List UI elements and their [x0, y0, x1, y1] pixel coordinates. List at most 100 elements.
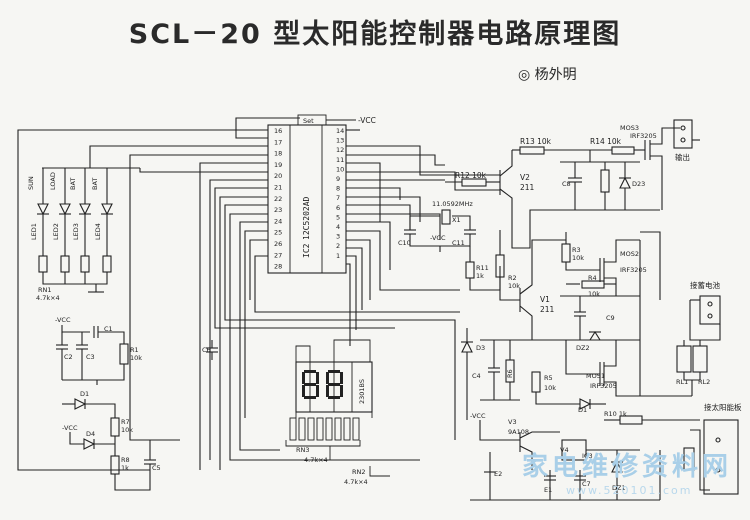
- svg-text:R14 10k: R14 10k: [590, 137, 622, 146]
- svg-text:LED4: LED4: [94, 223, 102, 240]
- ic2-pin-label: 6: [336, 204, 340, 212]
- author-line: ◎ 杨外明: [518, 67, 577, 83]
- svg-text:R7: R7: [121, 418, 130, 426]
- svg-text:C3: C3: [86, 353, 95, 361]
- svg-text:V1: V1: [540, 295, 550, 304]
- svg-text:BAT: BAT: [91, 178, 99, 190]
- svg-text:LED2: LED2: [52, 223, 60, 240]
- svg-text:接太阳能板: 接太阳能板: [704, 402, 742, 412]
- svg-text:10k: 10k: [130, 354, 142, 362]
- svg-text:10k: 10k: [588, 290, 600, 298]
- svg-text:DZ2: DZ2: [576, 344, 590, 352]
- svg-text:V2: V2: [520, 173, 530, 182]
- ic2-pin-label: 19: [274, 161, 282, 169]
- crystal-section: 11.0592MHz X1 -VCC C10 C11 R11 1k: [398, 200, 501, 291]
- svg-text:2301BS: 2301BS: [358, 379, 366, 404]
- svg-text:R10 1k: R10 1k: [604, 410, 627, 418]
- ic2-pin-label: 7: [336, 194, 340, 202]
- svg-text:R4: R4: [588, 274, 597, 282]
- svg-text:BAT: BAT: [69, 178, 77, 190]
- svg-text:R5: R5: [544, 374, 553, 382]
- svg-text:DZ1: DZ1: [612, 484, 626, 492]
- svg-text:1k: 1k: [476, 272, 484, 280]
- svg-text:E1: E1: [544, 486, 552, 494]
- svg-text:C2: C2: [64, 353, 73, 361]
- svg-text:RN1: RN1: [38, 286, 52, 294]
- vcc-top-label: -VCC: [358, 116, 376, 125]
- ic2-pin-label: 13: [336, 137, 344, 145]
- svg-text:Set: Set: [303, 117, 314, 125]
- svg-text:LED1: LED1: [30, 223, 38, 240]
- svg-text:10k: 10k: [508, 282, 520, 290]
- ic2-pin-label: 5: [336, 213, 340, 221]
- svg-text:C11: C11: [452, 239, 465, 247]
- led-group: SUN LOAD BAT BAT LED1 LED2 LED3 LED4 RN1…: [27, 167, 140, 302]
- ic2-pin-label: 14: [336, 127, 344, 135]
- svg-text:C4: C4: [472, 372, 481, 380]
- ic2-pin-label: 3: [336, 233, 340, 241]
- ic2-pin-label: 17: [274, 138, 282, 146]
- svg-text:R13 10k: R13 10k: [520, 137, 552, 146]
- svg-text:RL1: RL1: [676, 378, 688, 386]
- diagram-title: SCL－20 型太阳能控制器电路原理图: [128, 19, 622, 50]
- watermark-url: www.520101.com: [566, 484, 693, 497]
- svg-text:R1: R1: [130, 346, 139, 354]
- ic2-pin-label: 4: [336, 223, 340, 231]
- svg-text:C9: C9: [606, 314, 615, 322]
- svg-text:E2: E2: [494, 470, 502, 478]
- svg-text:1k: 1k: [121, 464, 129, 472]
- svg-text:RL2: RL2: [698, 378, 710, 386]
- svg-text:V4: V4: [560, 446, 569, 454]
- wires-main: [17, 117, 500, 471]
- ic2-pin-label: 27: [274, 251, 282, 259]
- svg-text:X1: X1: [452, 216, 461, 224]
- power-left: -VCC C2 C3 C1 R1 10k: [55, 316, 142, 385]
- svg-text:-VCC: -VCC: [470, 412, 486, 420]
- reset-section: D1 -VCC D4 R7 10k R8 1k C5: [62, 390, 161, 491]
- svg-text:IRF3205: IRF3205: [630, 132, 657, 140]
- ic2-ref: IC2: [302, 243, 311, 258]
- svg-text:-VCC: -VCC: [430, 234, 446, 242]
- svg-text:R11: R11: [476, 264, 489, 272]
- svg-text:RN2: RN2: [352, 468, 366, 476]
- ic2-pin-label: 18: [274, 150, 282, 158]
- svg-text:R3: R3: [572, 246, 581, 254]
- ic2-pin-label: 8: [336, 185, 340, 193]
- svg-text:10k: 10k: [121, 426, 133, 434]
- svg-text:LOAD: LOAD: [49, 172, 57, 190]
- svg-text:11.0592MHz: 11.0592MHz: [432, 200, 473, 208]
- svg-text:D3: D3: [476, 344, 485, 352]
- svg-text:4.7k×4: 4.7k×4: [36, 294, 60, 302]
- svg-text:D1: D1: [578, 406, 587, 414]
- svg-text:R8: R8: [121, 456, 130, 464]
- ic2-pin-label: 28: [274, 263, 282, 271]
- svg-text:C8: C8: [562, 180, 571, 188]
- ic2-pin-label: 10: [336, 165, 344, 173]
- ic2-pin-label: 9: [336, 175, 340, 183]
- svg-text:V3: V3: [508, 418, 517, 426]
- svg-text:接蓄电池: 接蓄电池: [690, 280, 720, 290]
- ic2-pin-label: 21: [274, 184, 282, 192]
- ic2-label: 12C5202AD: [302, 196, 311, 240]
- solar-connector: 接太阳能板: [683, 402, 742, 495]
- svg-text:10k: 10k: [572, 254, 584, 262]
- svg-text:10k: 10k: [544, 384, 556, 392]
- ic2-pin-label: 25: [274, 229, 282, 237]
- svg-text:RN3: RN3: [296, 446, 310, 454]
- cap-c6: [206, 340, 218, 360]
- svg-text:LED3: LED3: [72, 223, 80, 240]
- svg-text:C1: C1: [104, 325, 113, 333]
- svg-text:9A108: 9A108: [508, 428, 529, 436]
- ic2-pin-label: 24: [274, 217, 282, 225]
- mos3-output: MOS3 IRF3205 输出: [620, 119, 700, 210]
- svg-text:R12 10k: R12 10k: [455, 171, 487, 180]
- svg-text:IRF3205: IRF3205: [590, 382, 617, 390]
- watermark-text: 家电维修资料网: [522, 452, 733, 482]
- ic2-pin-label: 2: [336, 242, 340, 250]
- svg-text:D23: D23: [632, 180, 645, 188]
- battery-relay: 接蓄电池 RL1 RL2: [660, 280, 721, 397]
- svg-text:4.7k×4: 4.7k×4: [344, 478, 368, 486]
- svg-text:C10: C10: [398, 239, 411, 247]
- v2-section: R12 10k R13 10k R14 10k V2 211 C8 D23: [445, 137, 660, 249]
